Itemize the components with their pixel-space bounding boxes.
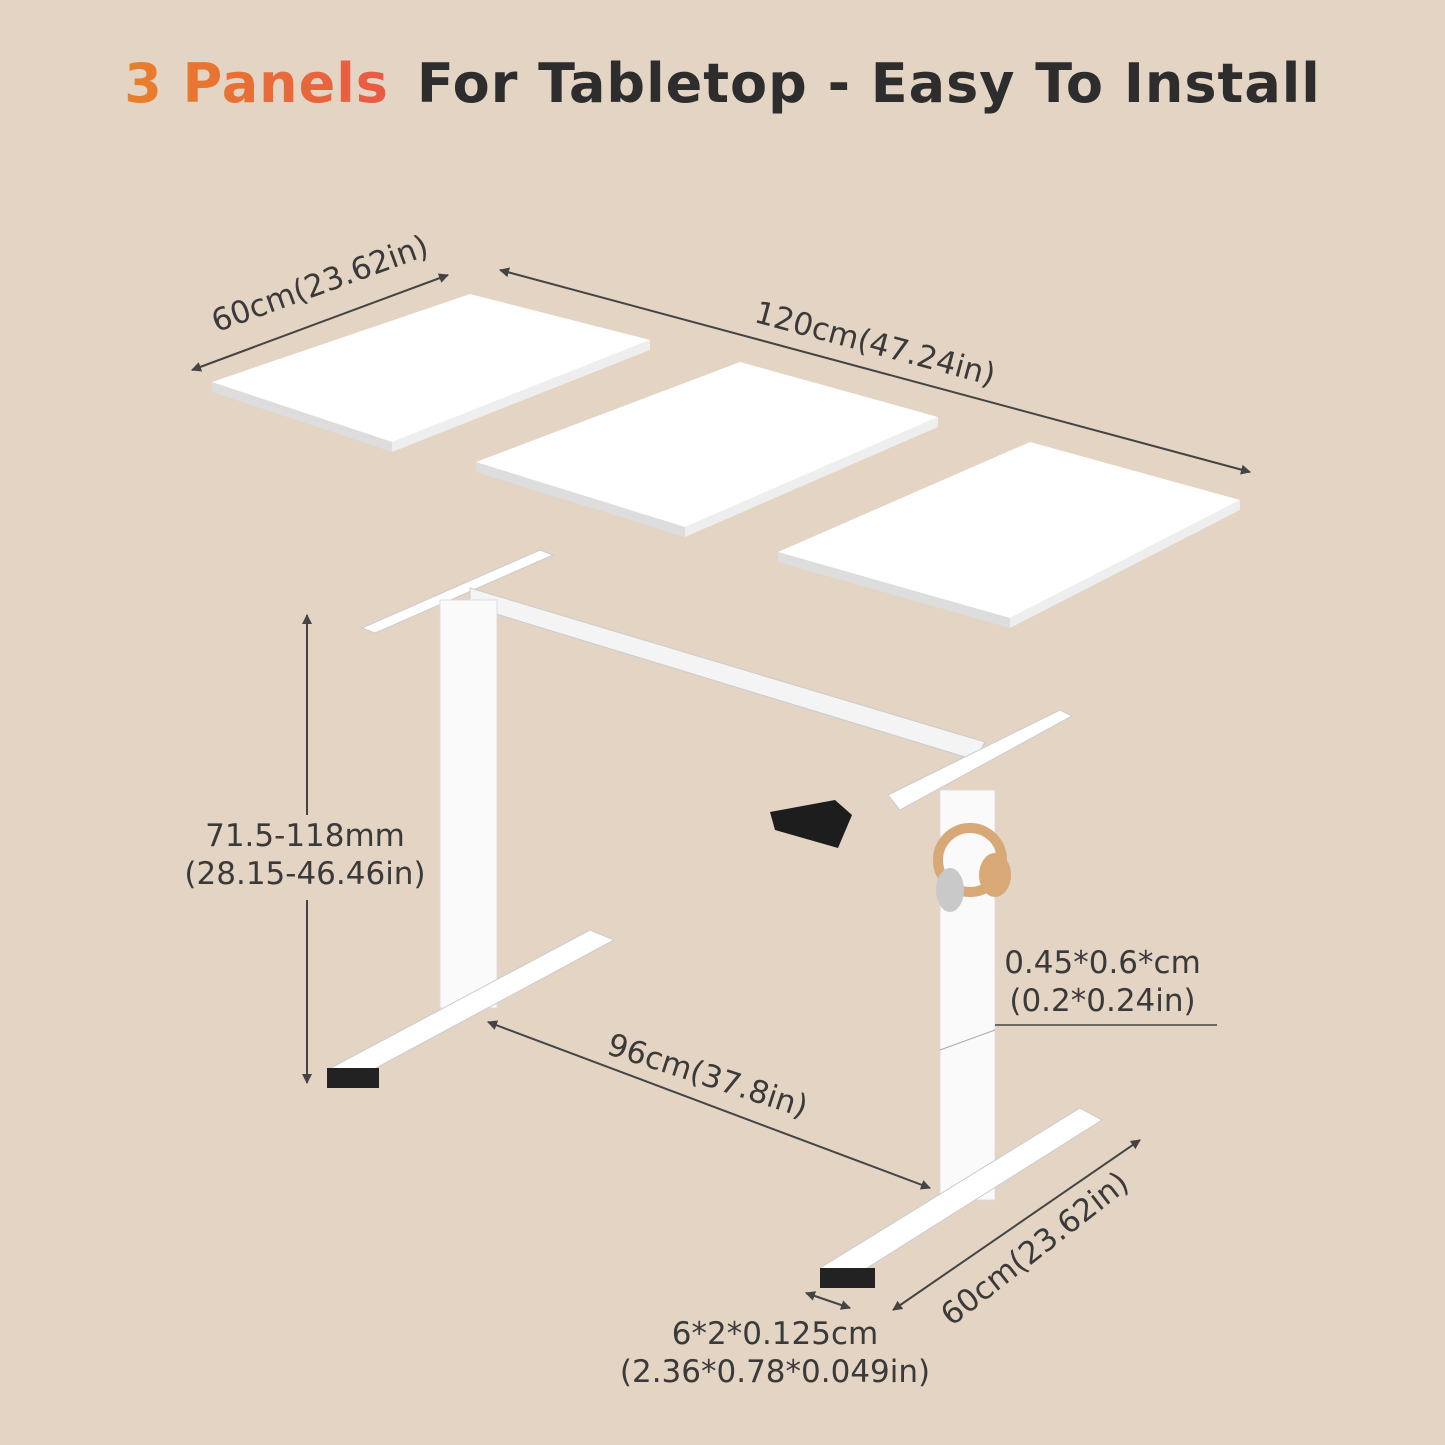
tabletop-width-arrow	[499, 267, 1251, 475]
foot-size-label-2: (2.36*0.78*0.049in)	[619, 1354, 931, 1390]
panel-depth-arrow	[191, 273, 449, 372]
frame-width-arrow	[487, 1020, 931, 1190]
headphones-icon	[933, 823, 1011, 912]
desk-frame	[325, 549, 1103, 1288]
tube-label-1: 0.45*0.6*cm	[1004, 945, 1201, 981]
headline-accent: 3 Panels	[124, 52, 389, 115]
height-label-1: 71.5-118mm	[205, 818, 405, 854]
headline-rest: For Tabletop - Easy To Install	[416, 52, 1321, 115]
foot-size-arrow	[805, 1291, 851, 1310]
tube-label-2: (0.2*0.24in)	[1009, 983, 1196, 1019]
height-label-2: (28.15-46.46in)	[184, 856, 426, 892]
headline: 3 Panels For Tabletop - Easy To Install	[0, 52, 1445, 115]
foot-depth-arrow	[892, 1139, 1141, 1311]
tabletop-panel-3	[778, 442, 1240, 628]
control-panel-icon	[770, 800, 852, 848]
foot-size-label-1: 6*2*0.125cm	[671, 1316, 879, 1352]
